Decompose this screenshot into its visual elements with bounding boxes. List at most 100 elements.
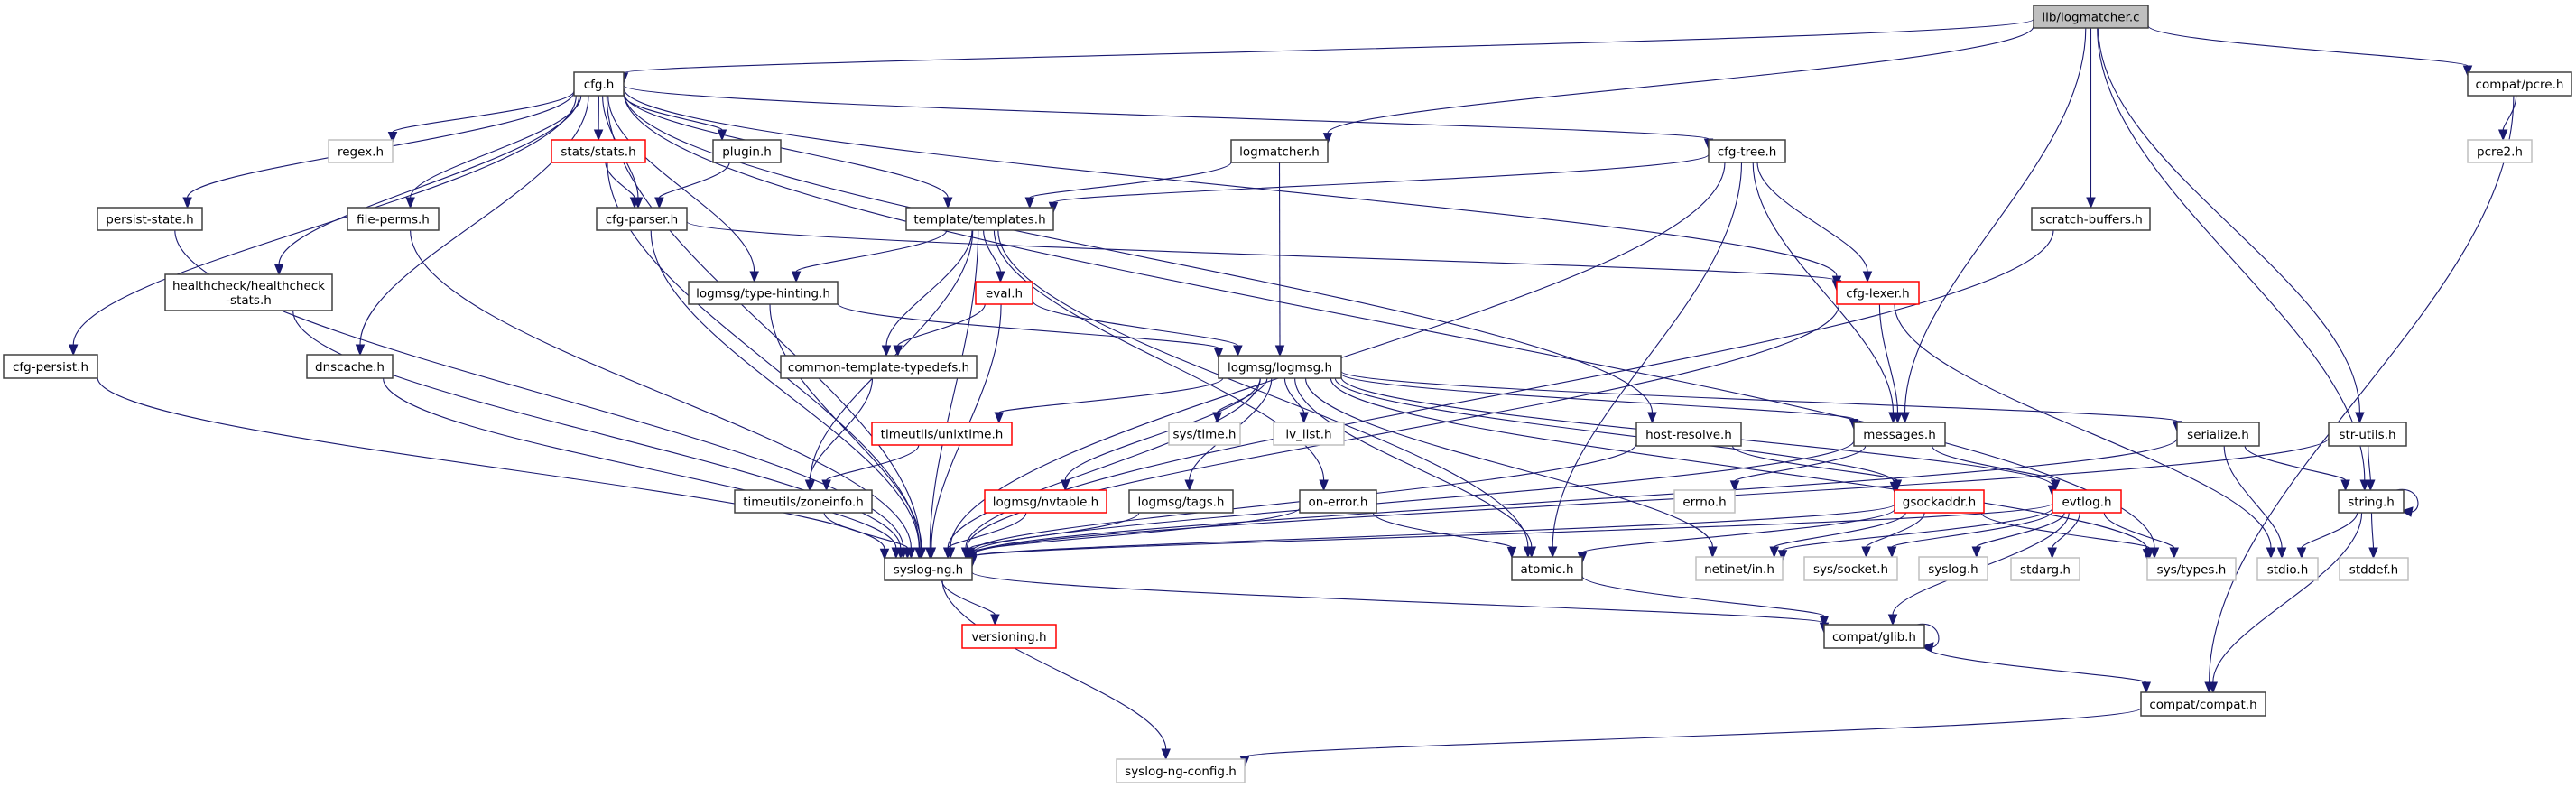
node-box xyxy=(1803,556,1898,581)
node-dnscache-h[interactable]: dnscache.h xyxy=(306,354,394,379)
node-on-error-h[interactable]: on-error.h xyxy=(1299,489,1377,514)
node-common-template-typedefs-h[interactable]: common-template-typedefs.h xyxy=(780,355,978,379)
arrowhead-icon xyxy=(893,345,903,357)
arrowhead-icon xyxy=(2359,479,2370,492)
arrowhead-icon xyxy=(881,345,892,357)
node-label: file-perms.h xyxy=(357,213,430,227)
edge-line xyxy=(795,229,948,273)
edge-line xyxy=(971,503,2053,558)
edge-line xyxy=(1340,373,1855,421)
node-plugin-h[interactable]: plugin.h xyxy=(712,139,782,163)
edge-line xyxy=(1932,445,2056,481)
arrowhead-icon xyxy=(994,412,1005,424)
node-regex-h: regex.h xyxy=(328,139,394,163)
node-label: messages.h xyxy=(1863,428,1936,442)
node-zoneinfo-h[interactable]: timeutils/zoneinfo.h xyxy=(734,489,873,514)
edge-syslog-ng-h-to-versioning-h xyxy=(941,579,1000,626)
edge-line xyxy=(383,377,897,549)
node-unixtime-h[interactable]: timeutils/unixtime.h xyxy=(871,422,1013,446)
edge-cfg-tree-h-to-cfg-lexer-h xyxy=(1756,162,1873,283)
node-box xyxy=(2052,489,2122,514)
node-label: cfg-parser.h xyxy=(606,213,679,227)
edge-line xyxy=(837,302,1219,349)
node-logmsg-h[interactable]: logmsg/logmsg.h xyxy=(1218,355,1342,379)
node-label: dnscache.h xyxy=(315,360,385,375)
arrowhead-icon xyxy=(1777,550,1788,562)
node-str-utils-h[interactable]: str-utils.h xyxy=(2328,422,2407,447)
node-iv-list-h: iv_list.h xyxy=(1273,422,1345,446)
node-cfg-tree-h[interactable]: cfg-tree.h xyxy=(1708,139,1786,163)
arrowhead-icon xyxy=(387,132,398,144)
node-logmatcher-h[interactable]: logmatcher.h xyxy=(1230,139,1329,163)
node-gsockaddr-h[interactable]: gsockaddr.h xyxy=(1894,489,1985,514)
node-syslog-ng-h[interactable]: syslog-ng.h xyxy=(884,557,973,581)
edge-line xyxy=(410,229,912,549)
edge-cfg-h-to-dnscache-h xyxy=(355,95,589,357)
edge-atomic-h-to-compat-glib-h xyxy=(1581,575,1830,627)
arrowhead-icon xyxy=(1708,546,1718,559)
node-label: on-error.h xyxy=(1309,496,1368,510)
node-box xyxy=(1168,422,1241,446)
node-atomic-h[interactable]: atomic.h xyxy=(1511,556,1583,581)
node-box xyxy=(1695,556,1784,581)
node-messages-h[interactable]: messages.h xyxy=(1853,422,1946,447)
node-box xyxy=(2338,489,2405,514)
node-box xyxy=(1230,139,1329,163)
node-logmatcher-c[interactable]: lib/logmatcher.c xyxy=(2033,5,2149,29)
edge-line xyxy=(1923,645,2147,683)
edge-line xyxy=(1340,370,2178,422)
edge-line xyxy=(885,229,973,347)
node-label: logmsg/type-hinting.h xyxy=(696,287,830,301)
arrowhead-icon xyxy=(2462,65,2473,78)
node-box xyxy=(884,557,973,581)
edge-line xyxy=(941,579,996,616)
node-host-resolve-h[interactable]: host-resolve.h xyxy=(1635,422,1742,447)
node-type-hinting-h[interactable]: logmsg/type-hinting.h xyxy=(688,281,839,305)
edge-line xyxy=(607,95,755,273)
node-file-perms-h[interactable]: file-perms.h xyxy=(347,207,440,231)
edge-evtlog-h-to-syslog-h xyxy=(1971,512,2065,559)
node-cfg-lexer-h[interactable]: cfg-lexer.h xyxy=(1836,281,1920,305)
edge-compat-pcre-h-to-compat-compat-h xyxy=(2204,95,2515,694)
node-stats-h[interactable]: stats/stats.h xyxy=(551,139,646,163)
node-cfg-persist-h[interactable]: cfg-persist.h xyxy=(3,354,98,379)
edge-unixtime-h-to-zoneinfo-h xyxy=(821,444,920,492)
edge-line xyxy=(1032,300,1238,347)
node-sys-socket-h: sys/socket.h xyxy=(1803,556,1898,581)
node-versioning-h[interactable]: versioning.h xyxy=(961,624,1057,649)
node-scratch-buffers-h[interactable]: scratch-buffers.h xyxy=(2031,207,2151,231)
node-string-h[interactable]: string.h xyxy=(2338,489,2405,514)
node-cfg-h[interactable]: cfg.h xyxy=(573,71,625,97)
edge-line xyxy=(605,162,635,199)
node-tags-h[interactable]: logmsg/tags.h xyxy=(1128,489,1234,514)
node-nvtable-h[interactable]: logmsg/nvtable.h xyxy=(984,489,1107,514)
edge-line xyxy=(2052,512,2080,549)
node-compat-glib-h[interactable]: compat/glib.h xyxy=(1823,624,1925,649)
node-compat-pcre-h[interactable]: compat/pcre.h xyxy=(2467,71,2572,97)
edge-templates-h-to-syslog-ng-h xyxy=(925,229,979,560)
node-box xyxy=(1853,422,1946,447)
node-cfg-parser-h[interactable]: cfg-parser.h xyxy=(596,207,688,231)
edge-line xyxy=(971,507,1301,553)
arrowhead-icon xyxy=(990,614,1000,626)
node-templates-h[interactable]: template/templates.h xyxy=(905,207,1054,231)
node-serialize-h[interactable]: serialize.h xyxy=(2176,422,2260,447)
node-evtlog-h[interactable]: evtlog.h xyxy=(2052,489,2122,514)
node-healthcheck-h[interactable]: healthcheck/healthcheck-stats.h xyxy=(164,273,333,311)
arrowhead-icon xyxy=(1547,546,1558,559)
node-box xyxy=(1128,489,1234,514)
node-box xyxy=(975,281,1033,305)
edge-line xyxy=(1304,377,1713,548)
node-compat-compat-h[interactable]: compat/compat.h xyxy=(2140,691,2266,717)
edge-line xyxy=(947,377,1261,549)
node-box xyxy=(2140,691,2266,717)
arrowhead-icon xyxy=(916,547,927,560)
node-label: netinet/in.h xyxy=(1704,562,1774,577)
node-eval-h[interactable]: eval.h xyxy=(975,281,1033,305)
edge-line xyxy=(1244,708,2142,757)
edge-line xyxy=(1581,575,1825,617)
node-persist-state-h[interactable]: persist-state.h xyxy=(97,207,203,231)
edge-line xyxy=(809,377,874,481)
edge-cfg-h-to-stats-h xyxy=(593,95,604,142)
